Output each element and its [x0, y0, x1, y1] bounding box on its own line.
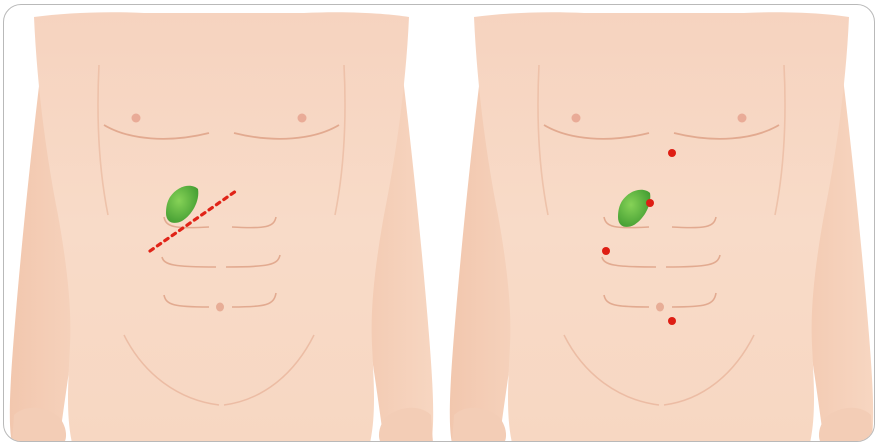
port-marker [646, 199, 654, 207]
figure-frame [3, 4, 875, 442]
port-marker [602, 247, 610, 255]
port-marker [668, 317, 676, 325]
torso-right [450, 12, 873, 442]
port-marker [668, 149, 676, 157]
left-panel [10, 12, 433, 442]
torso-left [10, 12, 433, 442]
illustration [4, 5, 875, 442]
right-panel [450, 12, 873, 442]
